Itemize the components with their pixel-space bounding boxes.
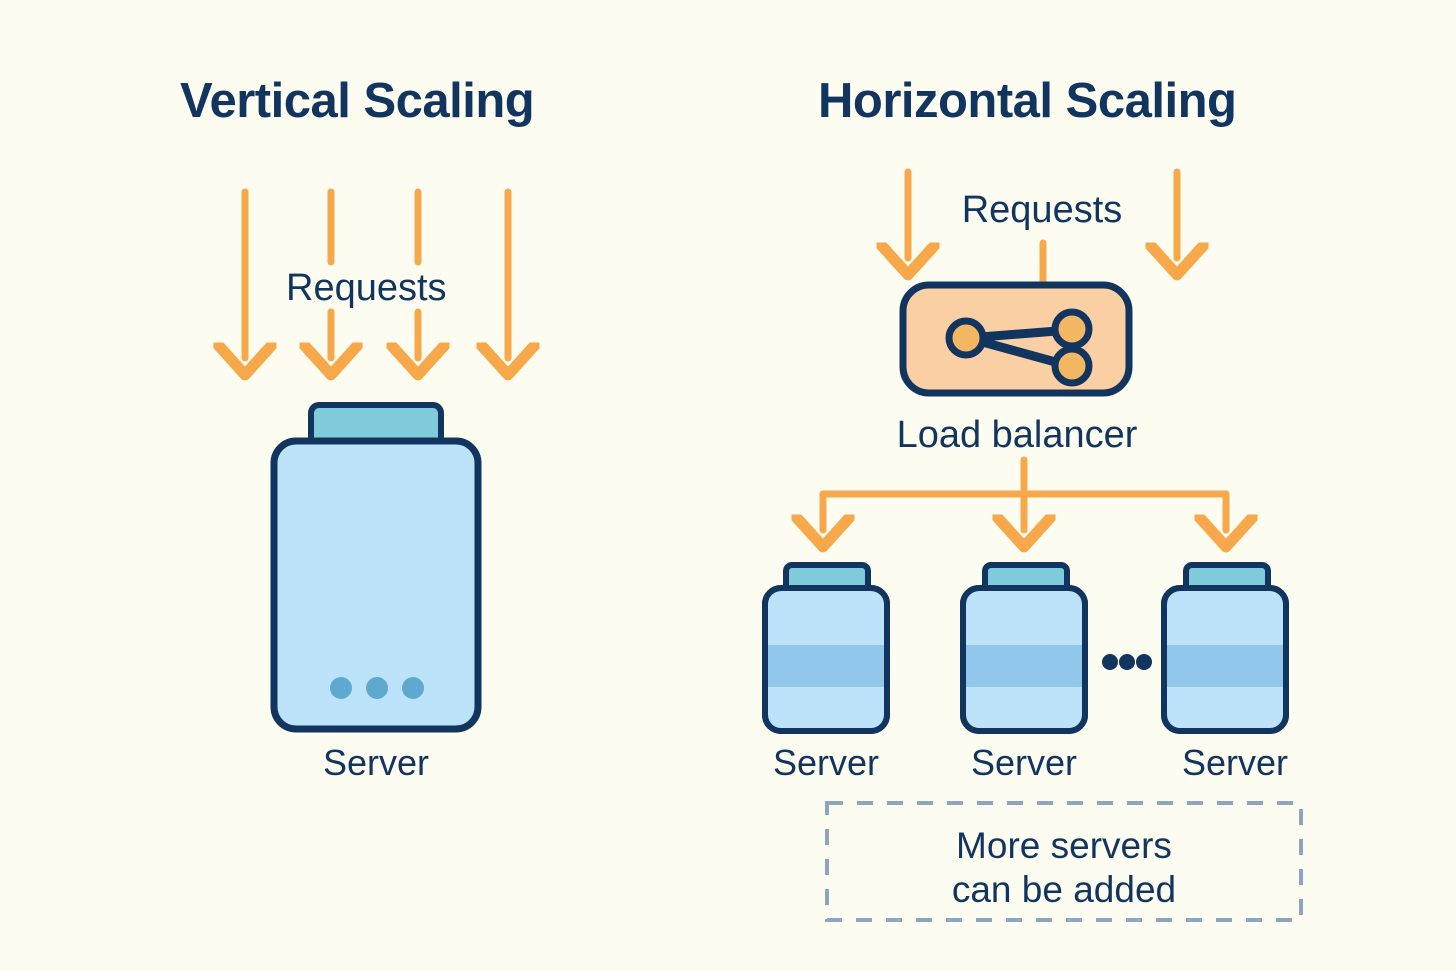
server-outline [960, 585, 1088, 734]
horizontal-server-2 [960, 562, 1088, 734]
vertical-server-illustration [270, 402, 482, 733]
server-dot-1 [330, 677, 352, 699]
left-panel-title: Vertical Scaling [180, 74, 534, 128]
load-balancer-box [899, 281, 1133, 397]
right-requests-label: Requests [962, 189, 1123, 231]
vertical-server-label: Server [323, 742, 429, 783]
server-band [1164, 645, 1286, 687]
more-servers-note-line2: can be added [952, 869, 1176, 910]
ellipsis-dot-1 [1102, 654, 1118, 670]
server-dot-2 [366, 677, 388, 699]
load-balancer-shape [899, 281, 1133, 397]
server-body [270, 437, 482, 733]
network-distribute-icon [945, 308, 1093, 387]
right-request-arrows [908, 168, 1177, 286]
more-servers-note-box [825, 801, 1303, 922]
horizontal-server-1-label: Server [773, 742, 879, 783]
load-balancer-label: Load balancer [897, 414, 1138, 456]
horizontal-server-2-label: Server [971, 742, 1077, 783]
left-requests-label: Requests [286, 267, 447, 309]
servers-ellipsis [1102, 654, 1152, 670]
left-request-arrows [245, 188, 508, 358]
server-outline [762, 585, 890, 734]
server-outline [1161, 585, 1289, 734]
server-band [963, 645, 1085, 687]
network-node-source [945, 317, 987, 359]
network-node-target-2 [1051, 345, 1093, 387]
horizontal-server-3 [1161, 562, 1289, 734]
server-indicator-dots [330, 677, 424, 699]
server-band [765, 645, 887, 687]
more-servers-note-line1: More servers [956, 825, 1172, 866]
fanout-distribution-arrows [823, 456, 1226, 530]
network-node-target-1 [1051, 308, 1093, 350]
server-dot-3 [402, 677, 424, 699]
horizontal-server-3-label: Server [1182, 742, 1288, 783]
ellipsis-dot-2 [1119, 654, 1135, 670]
horizontal-server-1 [762, 562, 890, 734]
right-panel-title: Horizontal Scaling [818, 74, 1236, 128]
ellipsis-dot-3 [1136, 654, 1152, 670]
